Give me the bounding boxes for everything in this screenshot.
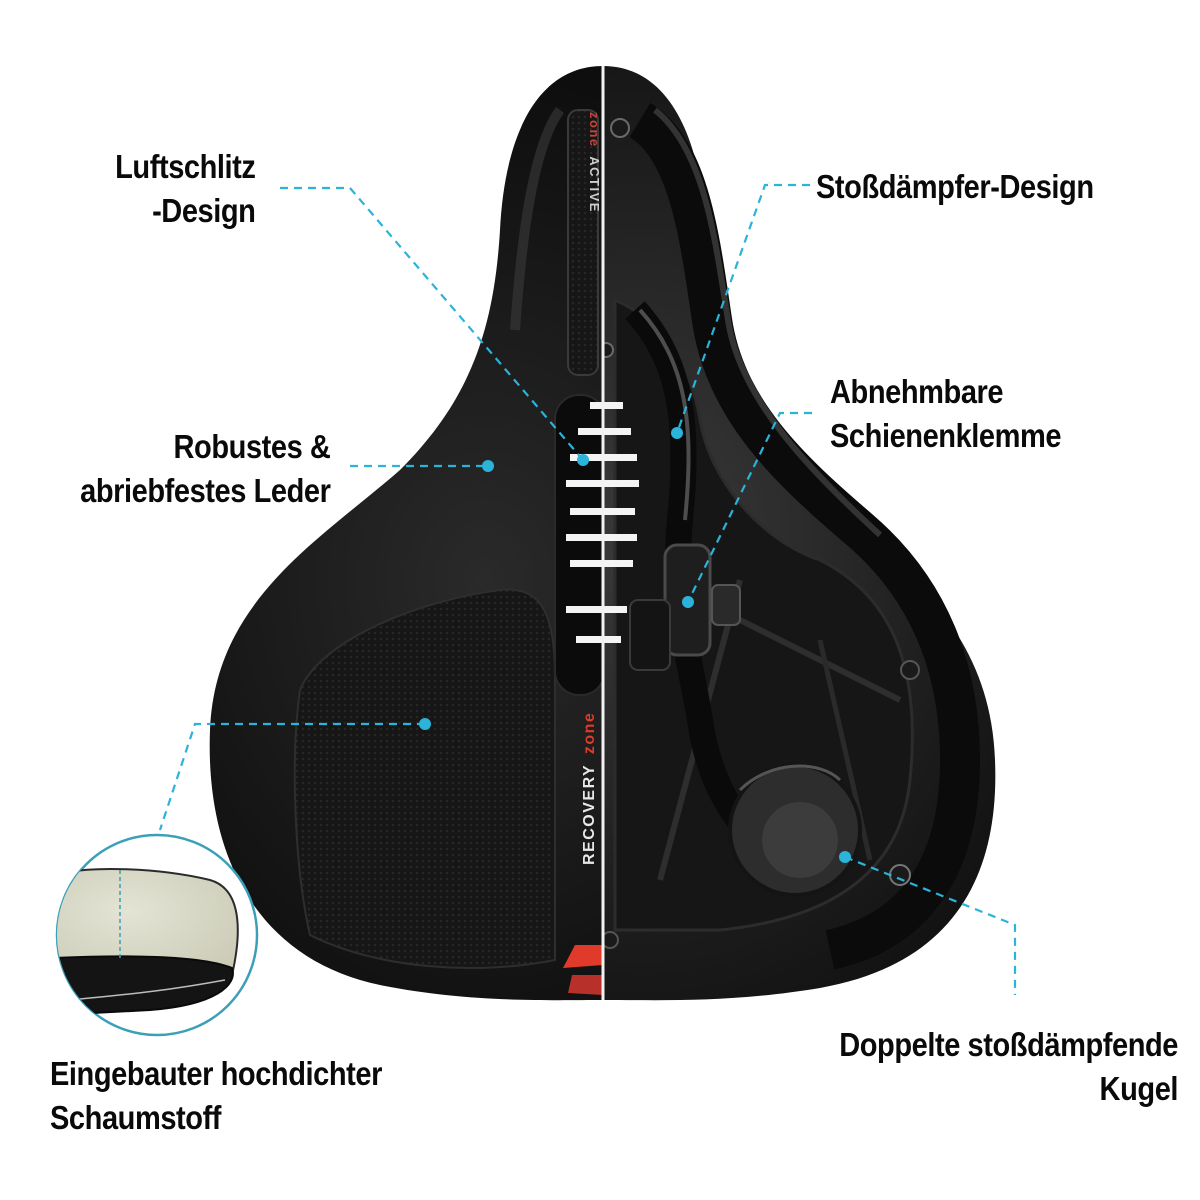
- callout-label-stossdaempfer-design: Stoßdämpfer-Design: [816, 165, 1094, 209]
- callout-label-schaumstoff: Eingebauter hochdichter Schaumstoff: [50, 1052, 382, 1140]
- callout-label-luftschlitz-design: Luftschlitz -Design: [114, 145, 256, 233]
- callout-label-line: Schienenklemme: [830, 417, 1062, 454]
- foam-layer: [57, 868, 239, 976]
- callout-label-line: -Design: [151, 192, 256, 229]
- callout-dot-schiene: [682, 596, 694, 608]
- textured-seat-pad: [293, 588, 556, 969]
- callout-line-schaum: [158, 722, 425, 831]
- callout-line-stoss: [675, 183, 810, 434]
- callout-label-kugel: Doppelte stoßdämpfende Kugel: [839, 1023, 1178, 1111]
- nose-textured-strip: [567, 109, 599, 376]
- callout-dots: [419, 427, 851, 863]
- air-vent-slots-left: [554, 394, 603, 696]
- callout-dot-luftschlitz: [577, 454, 589, 466]
- brand-marking-recovery-zone: RECOVERY zone: [581, 712, 598, 865]
- leather-layer: [57, 955, 234, 1017]
- saddle-interior-half: [603, 66, 996, 1001]
- callout-label-line: Schaumstoff: [50, 1099, 222, 1136]
- callout-label-line: Stoßdämpfer-Design: [816, 168, 1094, 205]
- callout-label-leder: Robustes & abriebfestes Leder: [79, 425, 331, 513]
- saddle-exterior-half: RECOVERY zone zone ACTIVE: [209, 66, 603, 1001]
- callout-label-line: Luftschlitz: [114, 148, 256, 185]
- svg-text:zone ACTIVE: zone ACTIVE: [587, 112, 602, 213]
- callout-dot-stoss: [671, 427, 683, 439]
- callout-label-line: abriebfestes Leder: [79, 472, 331, 509]
- screw-heads: [603, 118, 920, 949]
- callout-label-line: Abnehmbare: [830, 373, 1004, 410]
- air-vent-slots-right: [603, 402, 639, 643]
- callout-line-luftschlitz: [280, 186, 584, 461]
- brand-marking-active-zone: zone ACTIVE: [587, 112, 602, 213]
- foam-cross-section-inset: [55, 833, 259, 1037]
- top-text-white: ACTIVE: [587, 156, 602, 213]
- rear-red-accent: [563, 945, 603, 968]
- callout-label-line: Doppelte stoßdämpfende: [839, 1026, 1178, 1063]
- shock-absorbing-ball: [728, 763, 862, 897]
- callout-dot-schaum: [419, 718, 431, 730]
- brand-text-red: zone: [581, 712, 598, 754]
- top-text-red: zone: [587, 112, 602, 148]
- callout-label-schienenklemme: Abnehmbare Schienenklemme: [830, 370, 1062, 458]
- callout-dot-kugel: [839, 851, 851, 863]
- brand-text-white: RECOVERY: [581, 764, 598, 865]
- callout-dot-leder: [482, 460, 494, 472]
- callout-line-schiene: [687, 411, 812, 603]
- callout-label-line: Kugel: [1099, 1070, 1179, 1107]
- callout-line-kugel: [844, 855, 1017, 995]
- svg-text:RECOVERY zone: RECOVERY zone: [581, 712, 598, 865]
- callout-label-line: Robustes &: [173, 428, 330, 465]
- callout-label-line: Eingebauter hochdichter: [50, 1055, 382, 1092]
- callout-lines: [158, 183, 1017, 995]
